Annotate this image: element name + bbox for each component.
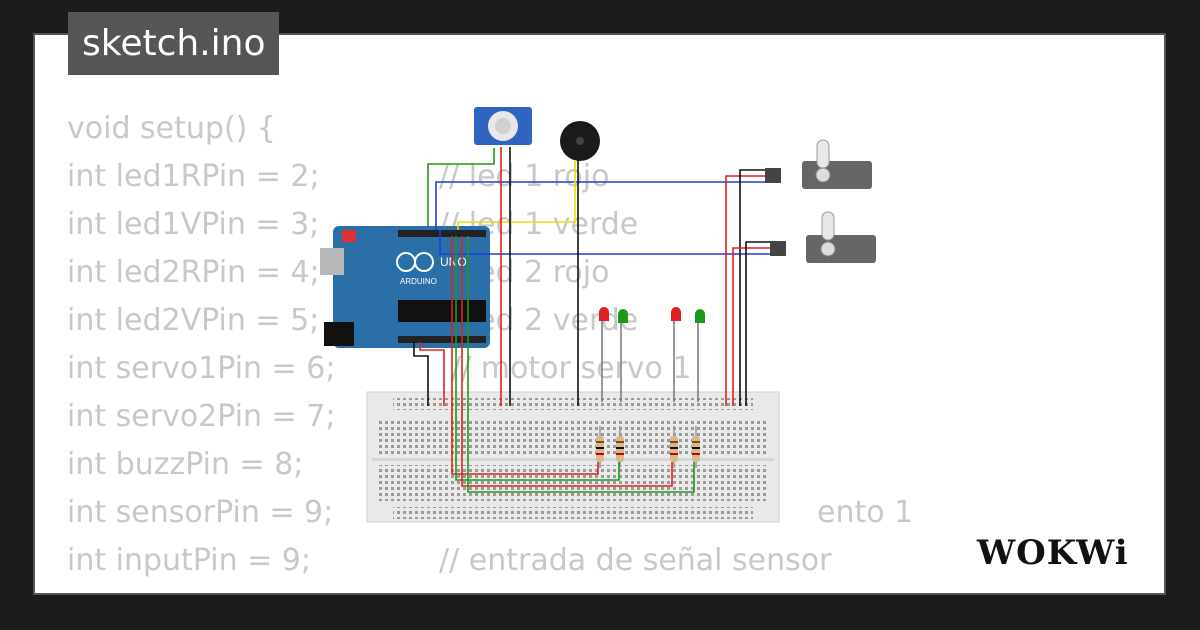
wire [451,236,599,475]
led-red[interactable] [671,307,681,402]
board-brand-label: ARDUINO [400,277,437,286]
arduino-logo-icon [414,252,434,272]
wire [461,236,673,487]
code-statement: int buzzPin = 8; [67,447,304,482]
code-comment: ento 1 [817,495,914,530]
wire [413,342,429,406]
usb-port [320,248,344,275]
power-jack [324,322,354,346]
arduino-uno-board[interactable]: ARDUINO UNO [320,226,490,348]
wire [725,175,765,406]
board-model-label: UNO [440,255,467,269]
resistor[interactable] [670,426,678,468]
code-statement: int led1RPin = 2; [67,159,320,194]
buzzer[interactable] [560,121,600,161]
wokwi-logo-icon: WOKWi [976,533,1129,573]
code-comment: // entrada de señal sensor [439,543,832,578]
servo-motor-2[interactable] [770,211,876,263]
wokwi-logo-text: WOKWi [976,533,1129,573]
wire [435,181,725,230]
led-green[interactable] [695,309,705,402]
breadboard[interactable] [366,391,780,523]
terminal-strip-top [376,418,768,454]
code-statement: int inputPin = 9; [67,543,311,578]
wiring [413,147,770,493]
terminal-strip-bottom [376,465,768,501]
code-comment: // led 1 rojo [439,159,610,194]
resistor[interactable] [692,426,700,468]
power-rail-top [393,398,753,410]
resistor[interactable] [596,426,604,468]
resistor[interactable] [616,426,624,468]
digital-header [398,230,486,237]
code-area: void setup() { int led1RPin = 2; // led 1… [33,33,1166,595]
wire [457,160,576,230]
code-statement: int sensorPin = 9; [67,495,334,530]
servo-motor-1[interactable] [765,139,872,189]
wire [739,169,765,406]
code-statement: int led2VPin = 5; [67,303,320,338]
code-statement: int servo1Pin = 6; [67,351,336,386]
center-channel [372,458,774,461]
reset-button[interactable] [342,230,356,242]
power-rail-bottom [393,507,753,519]
code-statement: int servo2Pin = 7; [67,399,336,434]
code-statement: int led2RPin = 4; [67,255,320,290]
wire [427,148,495,226]
code-statement: int led1VPin = 3; [67,207,320,242]
atmega-chip [398,300,486,322]
led-red[interactable] [599,307,609,402]
led-green[interactable] [618,309,628,402]
wire [467,236,695,493]
wire [419,342,445,406]
wire [732,247,770,406]
wire [745,241,770,406]
file-name-tab[interactable]: sketch.ino [68,12,280,75]
power-header [398,336,486,343]
wire [439,230,770,255]
wire [455,236,620,481]
pir-sensor[interactable] [474,107,532,145]
code-statement: int [67,585,106,595]
code-statement: void setup() { [67,111,276,146]
